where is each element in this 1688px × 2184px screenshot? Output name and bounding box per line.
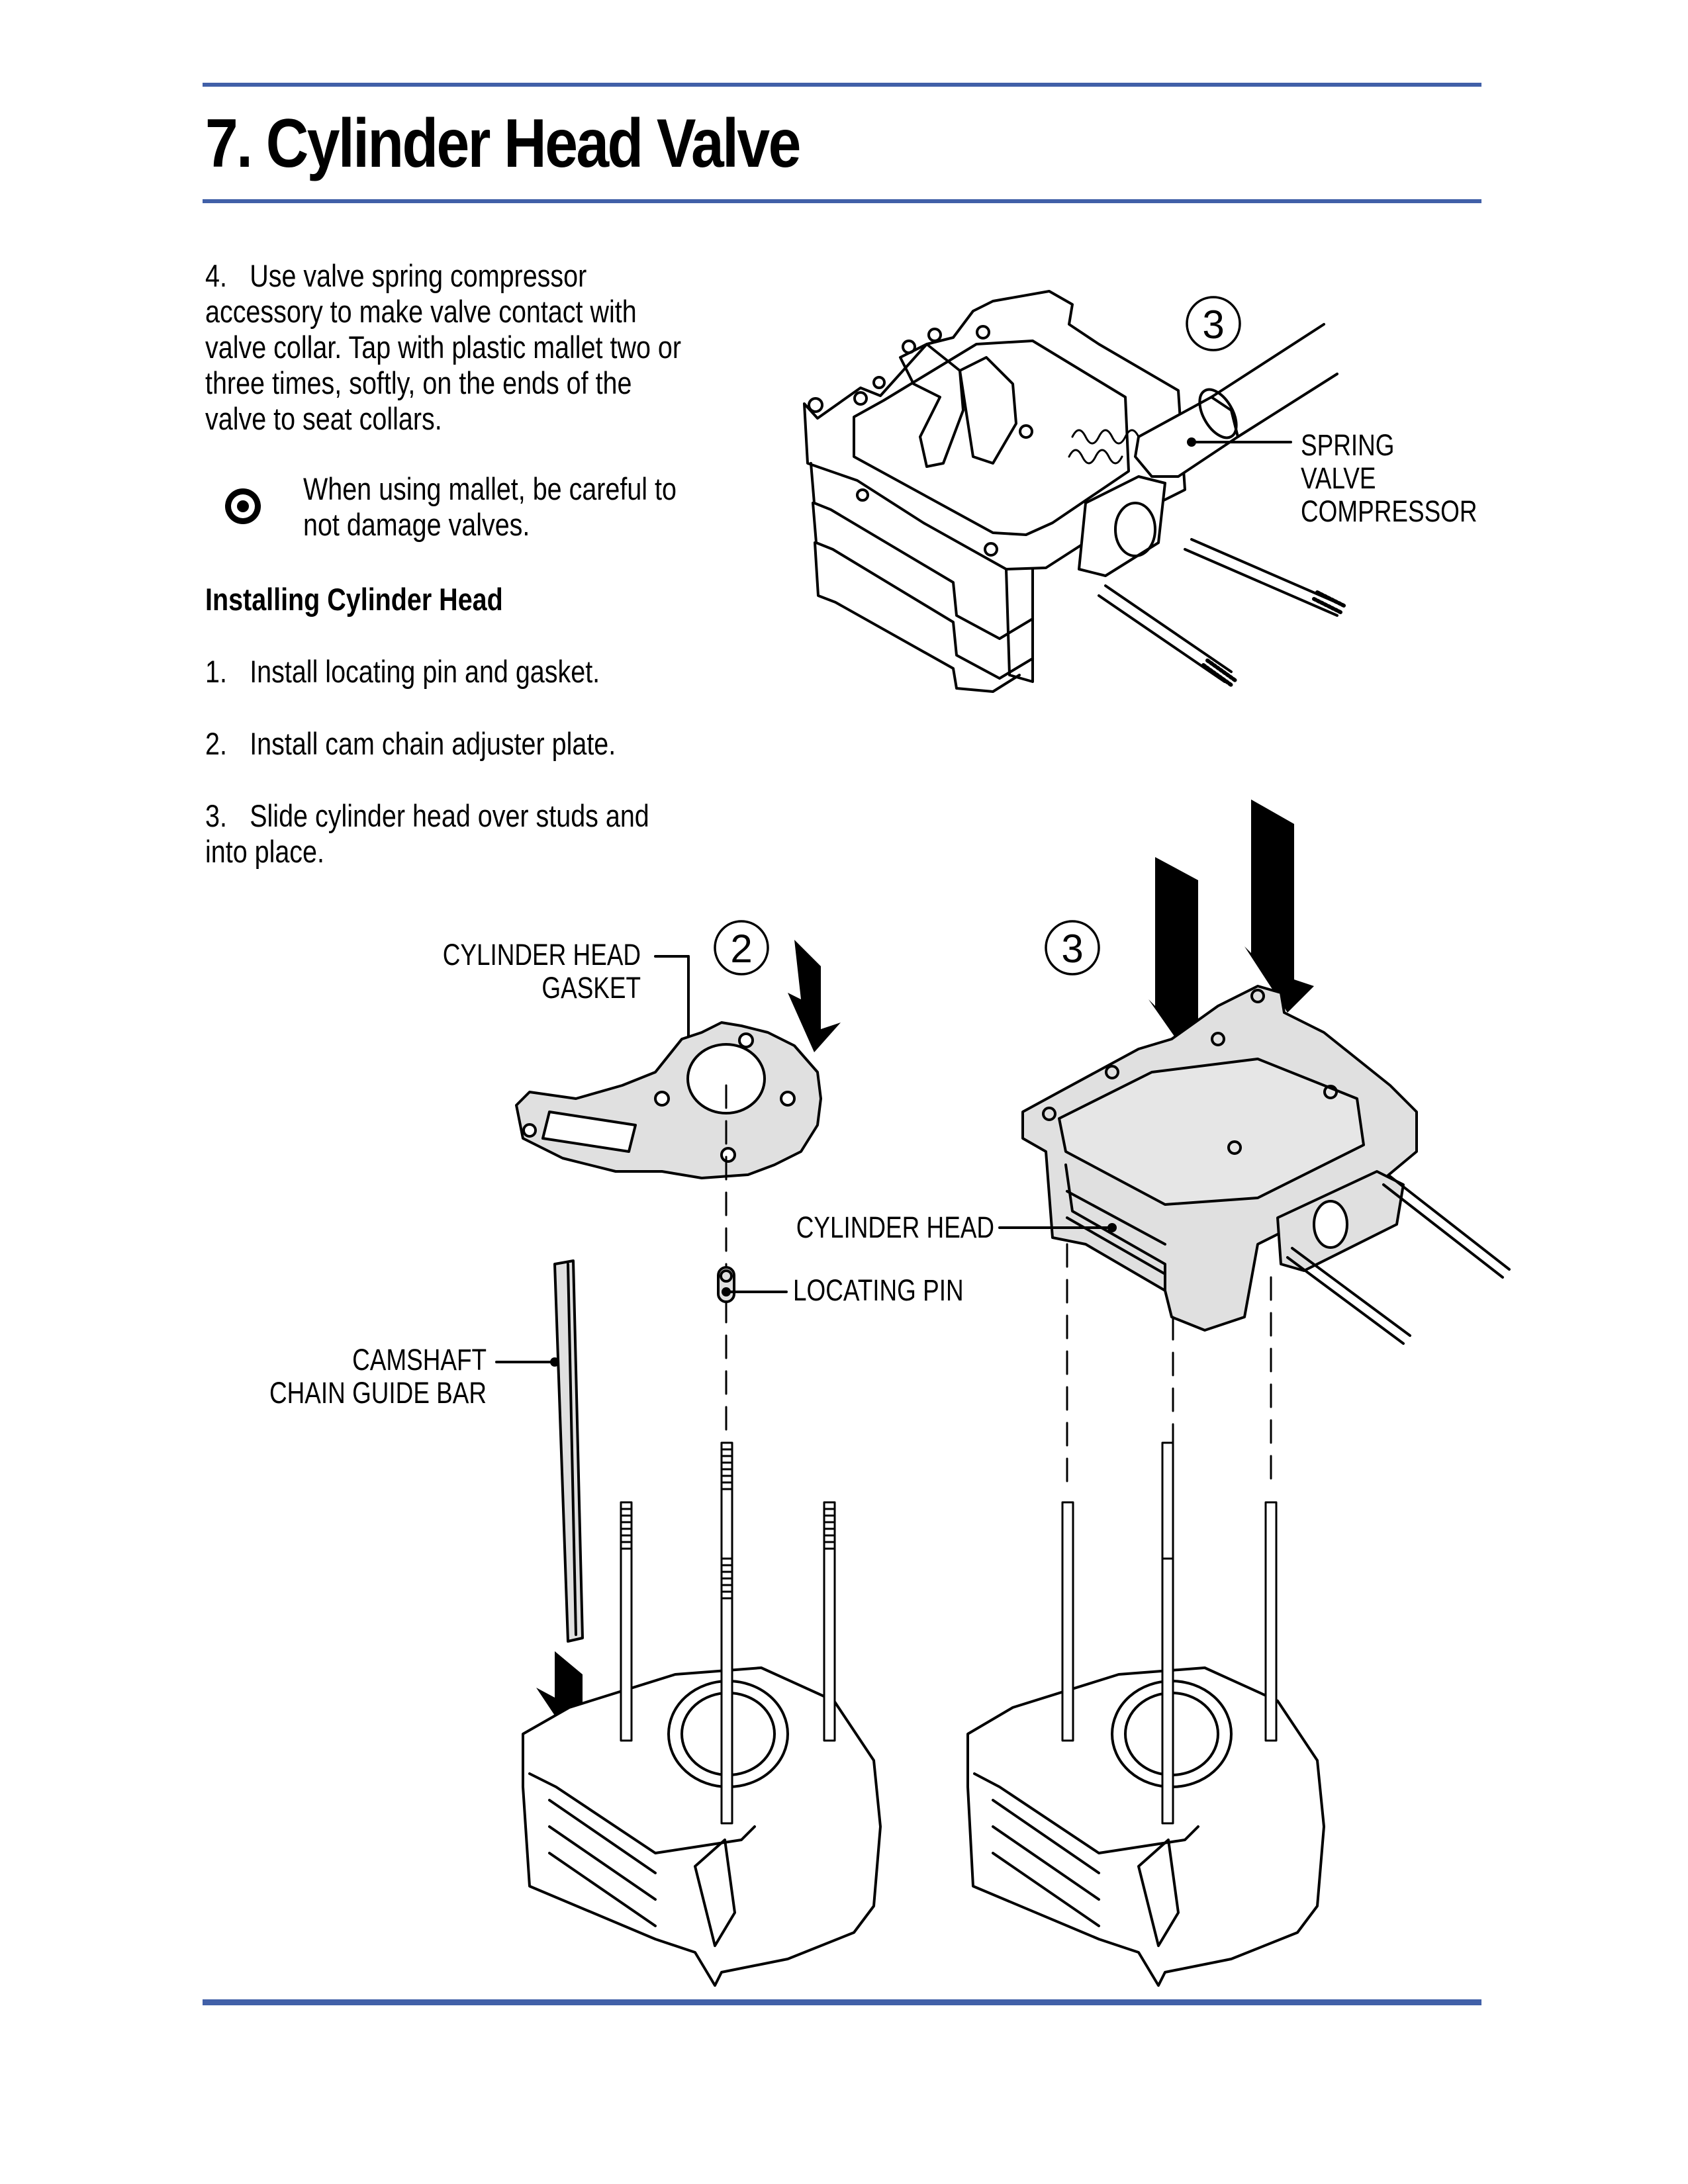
step-text-line: valve collar. Tap with plastic mallet tw… xyxy=(205,330,681,365)
step-number: 3. xyxy=(205,798,227,833)
label-line: VALVE xyxy=(1301,461,1376,495)
arrow-down-icon xyxy=(1244,799,1314,1013)
label-line: CAMSHAFT xyxy=(352,1343,487,1377)
label-camshaft-chain-guide-bar: CAMSHAFT CHAIN GUIDE BAR xyxy=(269,1343,487,1410)
step-text-line: three times, softly, on the ends of the xyxy=(205,365,632,400)
compressor-tool xyxy=(1134,396,1239,478)
header-bottom-rule xyxy=(203,199,1481,203)
figure-valve-compressor xyxy=(803,290,1346,693)
label-locating-pin: LOCATING PIN xyxy=(793,1273,964,1307)
label-cylinder-head: CYLINDER HEAD xyxy=(796,1210,994,1244)
valve-spring xyxy=(1071,429,1140,445)
stud xyxy=(1161,1557,1174,1825)
cylinder-block xyxy=(966,1666,1325,1987)
label-cylinder-head-gasket: CYLINDER HEAD GASKET xyxy=(443,938,641,1005)
step-text-line: valve to seat collars. xyxy=(205,401,442,436)
install-step-1: 1. Install locating pin and gasket. xyxy=(205,654,600,690)
cam-bearing xyxy=(959,356,1017,465)
label-line: GASKET xyxy=(541,971,641,1005)
figure-head-install xyxy=(966,799,1511,1987)
step-number: 2. xyxy=(205,726,227,761)
callout-number: 2 xyxy=(730,927,752,971)
header-top-rule xyxy=(203,83,1481,87)
note-text-line: not damage valves. xyxy=(303,507,530,542)
step-text-line: Use valve spring compressor xyxy=(250,258,587,293)
step-text-line: Slide cylinder head over studs and xyxy=(250,798,649,833)
step-number: 1. xyxy=(205,654,227,689)
install-step-2: 2. Install cam chain adjuster plate. xyxy=(205,726,616,762)
step-text-line: accessory to make valve contact with xyxy=(205,294,637,329)
stud xyxy=(823,1501,836,1742)
step-text: Install cam chain adjuster plate. xyxy=(250,726,616,761)
stud xyxy=(1264,1501,1278,1742)
install-step-3: 3. Slide cylinder head over studs and int… xyxy=(205,798,649,870)
exhaust-flange xyxy=(1078,475,1166,577)
figure-gasket-install xyxy=(495,920,882,1987)
arrow-down-icon xyxy=(788,940,841,1052)
label-spring-valve-compressor: SPRING VALVE COMPRESSOR xyxy=(1301,429,1477,528)
stud xyxy=(1061,1501,1074,1742)
label-line: SPRING xyxy=(1301,428,1395,462)
step-text: Install locating pin and gasket. xyxy=(250,654,600,689)
arrow-down-icon xyxy=(1149,857,1217,1066)
note-text-line: When using mallet, be careful to xyxy=(303,471,677,506)
step-4-instruction: 4. Use valve spring compressor accessory … xyxy=(205,258,681,437)
label-line: CHAIN GUIDE BAR xyxy=(269,1376,487,1410)
footer-rule xyxy=(203,1999,1481,2005)
caution-note: When using mallet, be careful to not dam… xyxy=(303,471,677,543)
target-bullseye-icon xyxy=(225,488,261,524)
label-line: COMPRESSOR xyxy=(1301,494,1477,528)
step-number: 4. xyxy=(205,258,227,293)
page-title: 7. Cylinder Head Valve xyxy=(205,105,801,182)
chain-guide-bar xyxy=(553,1259,584,1643)
callout-number: 3 xyxy=(1202,302,1224,347)
head-side xyxy=(1005,568,1034,683)
section-heading: Installing Cylinder Head xyxy=(205,582,503,617)
head-fin xyxy=(814,541,1021,693)
stud xyxy=(720,1557,733,1825)
stud xyxy=(620,1501,633,1742)
step-text-line: into place. xyxy=(205,834,324,869)
head-cavity xyxy=(853,340,1130,536)
cam-bearing xyxy=(899,343,964,468)
label-line: CYLINDER HEAD xyxy=(442,938,641,972)
callout-number: 3 xyxy=(1061,927,1083,971)
